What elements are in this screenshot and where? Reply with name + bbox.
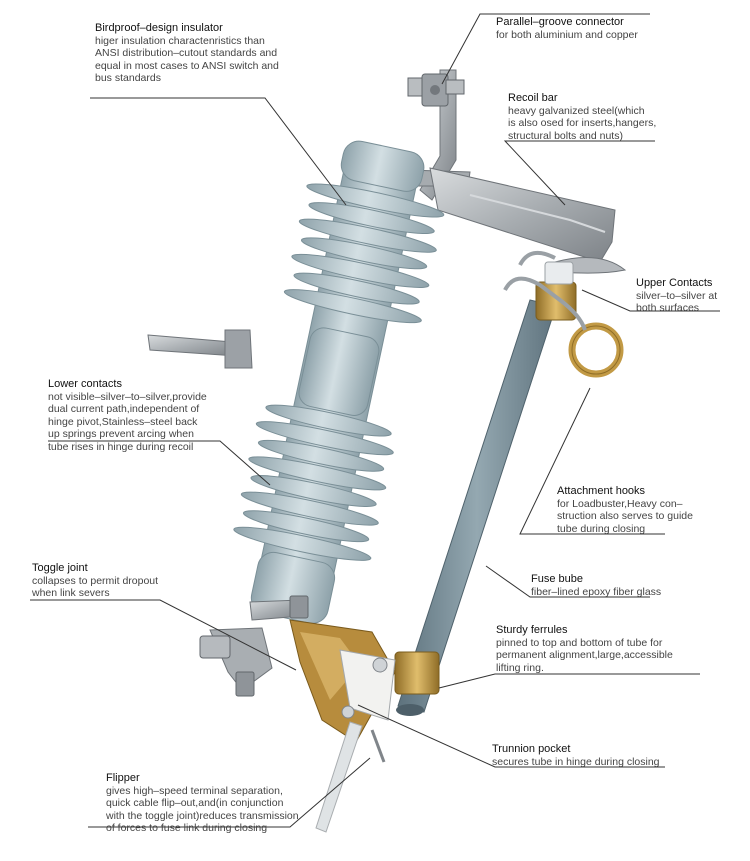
callout-desc: higer insulation charactenristics than A…	[95, 34, 279, 85]
leader-fusebube	[485, 565, 650, 598]
lifting-ring	[568, 322, 624, 378]
callout-desc: collapses to permit dropout when link se…	[32, 574, 159, 600]
callout-desc: silver–to–silver at both surfaces	[636, 289, 718, 315]
callout-title: Lower contacts	[48, 378, 122, 390]
callout-desc: heavy galvanized steel(which is also ose…	[508, 104, 657, 142]
insulator-shed	[291, 253, 430, 288]
callout-desc: pinned to top and bottom of tube for per…	[496, 636, 673, 674]
insulator-shed	[308, 202, 435, 235]
insulator-shed	[300, 237, 428, 270]
porcelain-insulator	[233, 140, 445, 624]
leader-upper	[581, 289, 720, 312]
callout-sturdy-ferrules: Sturdy ferrules pinned to top and bottom…	[496, 624, 673, 674]
insulator-shed	[283, 289, 422, 324]
insulator-shed	[257, 439, 385, 472]
leader-recoil	[503, 140, 655, 206]
insulator-shed	[242, 510, 370, 543]
leader-parallel	[441, 13, 650, 85]
leader-birdproof	[90, 97, 347, 206]
callout-title: Sturdy ferrules	[496, 624, 568, 636]
leader-attach	[519, 387, 665, 535]
insulator-shed	[250, 475, 377, 507]
callout-title: Trunnion pocket	[492, 743, 571, 755]
leader-flipper	[88, 757, 371, 828]
callout-lower-contacts: Lower contacts not visible–silver–to–sil…	[48, 378, 207, 453]
callout-birdproof: Birdproof–design insulator higer insulat…	[95, 22, 279, 85]
callout-desc: gives high–speed terminal separation, qu…	[106, 784, 299, 835]
leader-lines	[30, 13, 720, 828]
insulator-shed	[248, 456, 387, 491]
callout-desc: secures tube in hinge during closing	[492, 755, 660, 768]
callout-title: Upper Contacts	[636, 277, 713, 289]
upper-ferrule	[535, 261, 577, 321]
callout-fuse-bube: Fuse bube fiber–lined epoxy fiber glass	[531, 573, 661, 598]
leader-trunnion	[357, 704, 665, 768]
callout-title: Birdproof–design insulator	[95, 22, 223, 34]
callout-title: Flipper	[106, 772, 140, 784]
insulator-shed	[265, 404, 392, 437]
insulator-shed	[298, 218, 437, 253]
callout-flipper: Flipper gives high–speed terminal separa…	[106, 772, 299, 835]
leader-lower	[48, 440, 271, 486]
callout-title: Toggle joint	[32, 562, 88, 574]
callout-toggle-joint: Toggle joint collapses to permit dropout…	[32, 562, 158, 600]
callout-title: Recoil bar	[508, 92, 558, 104]
callout-desc: fiber–lined epoxy fiber glass	[531, 585, 662, 598]
insulator-sheds	[233, 183, 445, 561]
insulator-shed	[255, 421, 394, 456]
callout-title: Parallel–groove connector	[496, 16, 624, 28]
lower-hinge	[289, 619, 440, 743]
callout-trunnion-pocket: Trunnion pocket secures tube in hinge du…	[492, 743, 660, 768]
callout-desc: for Loadbuster,Heavy con– struction also…	[557, 497, 693, 535]
callout-attachment-hooks: Attachment hooks for Loadbuster,Heavy co…	[557, 485, 693, 535]
parallel-groove-connector	[407, 73, 465, 107]
leader-toggle	[30, 599, 297, 671]
attachment-hook	[503, 250, 587, 331]
flipper	[315, 721, 386, 833]
callout-desc: for both aluminium and copper	[496, 28, 638, 41]
insulator-shed	[240, 491, 379, 526]
callout-title: Attachment hooks	[557, 485, 646, 497]
callout-title: Fuse bube	[531, 573, 583, 585]
callout-recoil-bar: Recoil bar heavy galvanized steel(which …	[508, 92, 656, 142]
callout-desc: not visible–silver–to–silver,provide dua…	[48, 390, 207, 453]
insulator-shed	[233, 526, 372, 561]
callout-parallel-groove: Parallel–groove connector for both alumi…	[496, 16, 638, 41]
lower-bracket	[199, 595, 309, 697]
insulator-shed	[306, 183, 445, 218]
mounting-bracket	[147, 329, 253, 369]
leader-ferrules	[438, 673, 700, 689]
insulator-shed	[293, 272, 420, 305]
callout-upper-contacts: Upper Contacts silver–to–silver at both …	[636, 277, 717, 315]
